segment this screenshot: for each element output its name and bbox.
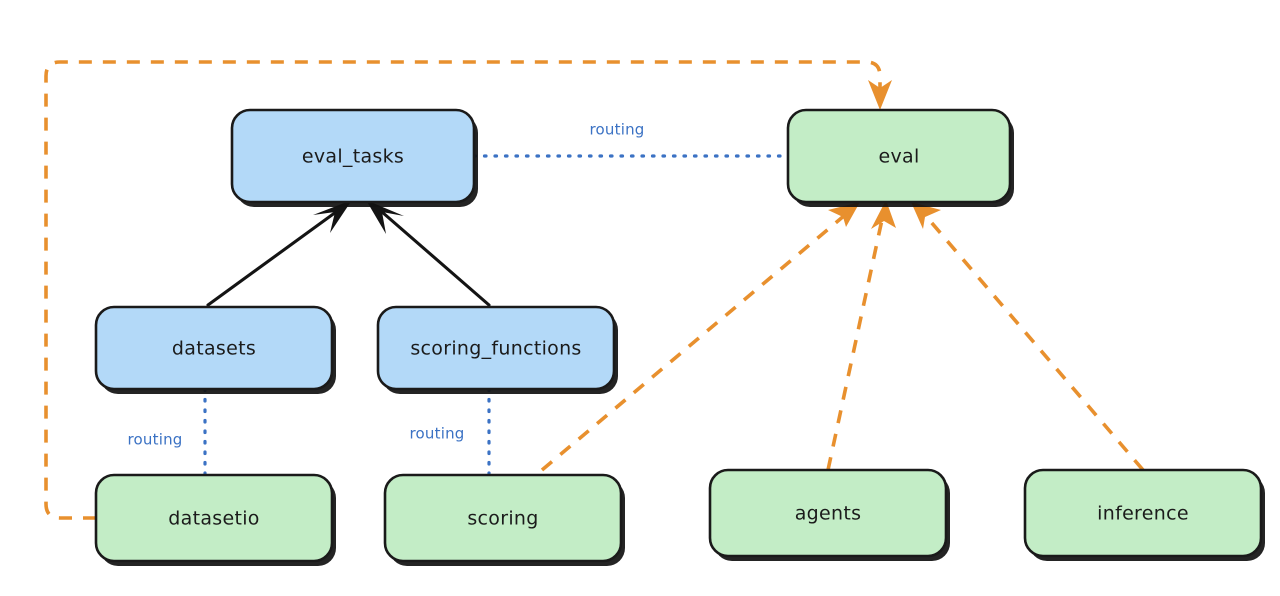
node-datasetio-label: datasetio — [168, 508, 259, 530]
edge-label-routing-eval_tasks-eval: routing — [590, 121, 645, 139]
edge-inference-to-eval — [911, 202, 1145, 472]
node-scoring_functions-body[interactable] — [376, 305, 616, 391]
node-agents[interactable]: agents — [708, 468, 950, 561]
node-eval-label: eval — [878, 146, 919, 168]
node-eval_tasks-label: eval_tasks — [302, 146, 404, 168]
arrowhead-inference-eval — [911, 202, 941, 229]
node-agents-label: agents — [795, 503, 862, 525]
node-inference-body[interactable] — [1023, 468, 1263, 558]
node-datasetio-body[interactable] — [94, 473, 334, 563]
node-inference[interactable]: inference — [1023, 468, 1265, 561]
node-scoring_functions[interactable]: scoring_functions — [376, 305, 618, 394]
node-datasetio[interactable]: datasetio — [94, 473, 336, 566]
edge-labels-layer: routing routing routing — [128, 121, 645, 449]
edge-label-routing-scoring_functions-scoring: routing — [410, 425, 465, 443]
edge-scoring-to-eval — [540, 202, 860, 472]
edge-datasets-to-eval_tasks — [206, 200, 352, 307]
node-scoring[interactable]: scoring — [383, 473, 625, 566]
edges-layer — [44, 60, 1145, 520]
node-eval-body[interactable] — [786, 108, 1012, 204]
arrowhead-scoring-eval — [828, 202, 860, 227]
node-datasets-label: datasets — [172, 338, 256, 360]
arrowhead-datasets-eval_tasks — [313, 200, 352, 233]
edge-scoring_functions-to-eval_tasks — [366, 200, 491, 307]
edge-label-routing-datasets-datasetio: routing — [128, 431, 183, 449]
arrowhead-agents-eval — [871, 200, 896, 229]
node-eval_tasks-body[interactable] — [230, 108, 476, 204]
node-eval_tasks[interactable]: eval_tasks — [230, 108, 478, 207]
node-scoring-body[interactable] — [383, 473, 623, 563]
node-eval[interactable]: eval — [786, 108, 1014, 207]
node-scoring-label: scoring — [467, 508, 538, 530]
edge-datasetio-to-eval — [44, 60, 892, 520]
node-datasets-body[interactable] — [94, 305, 334, 391]
edge-agents-to-eval — [826, 200, 896, 471]
node-inference-label: inference — [1097, 503, 1189, 525]
node-datasets[interactable]: datasets — [94, 305, 336, 394]
arrowhead-into-eval-top — [868, 80, 892, 110]
arrowhead-scoring_functions-eval_tasks — [366, 200, 404, 234]
node-scoring_functions-label: scoring_functions — [410, 338, 581, 360]
node-agents-body[interactable] — [708, 468, 948, 558]
